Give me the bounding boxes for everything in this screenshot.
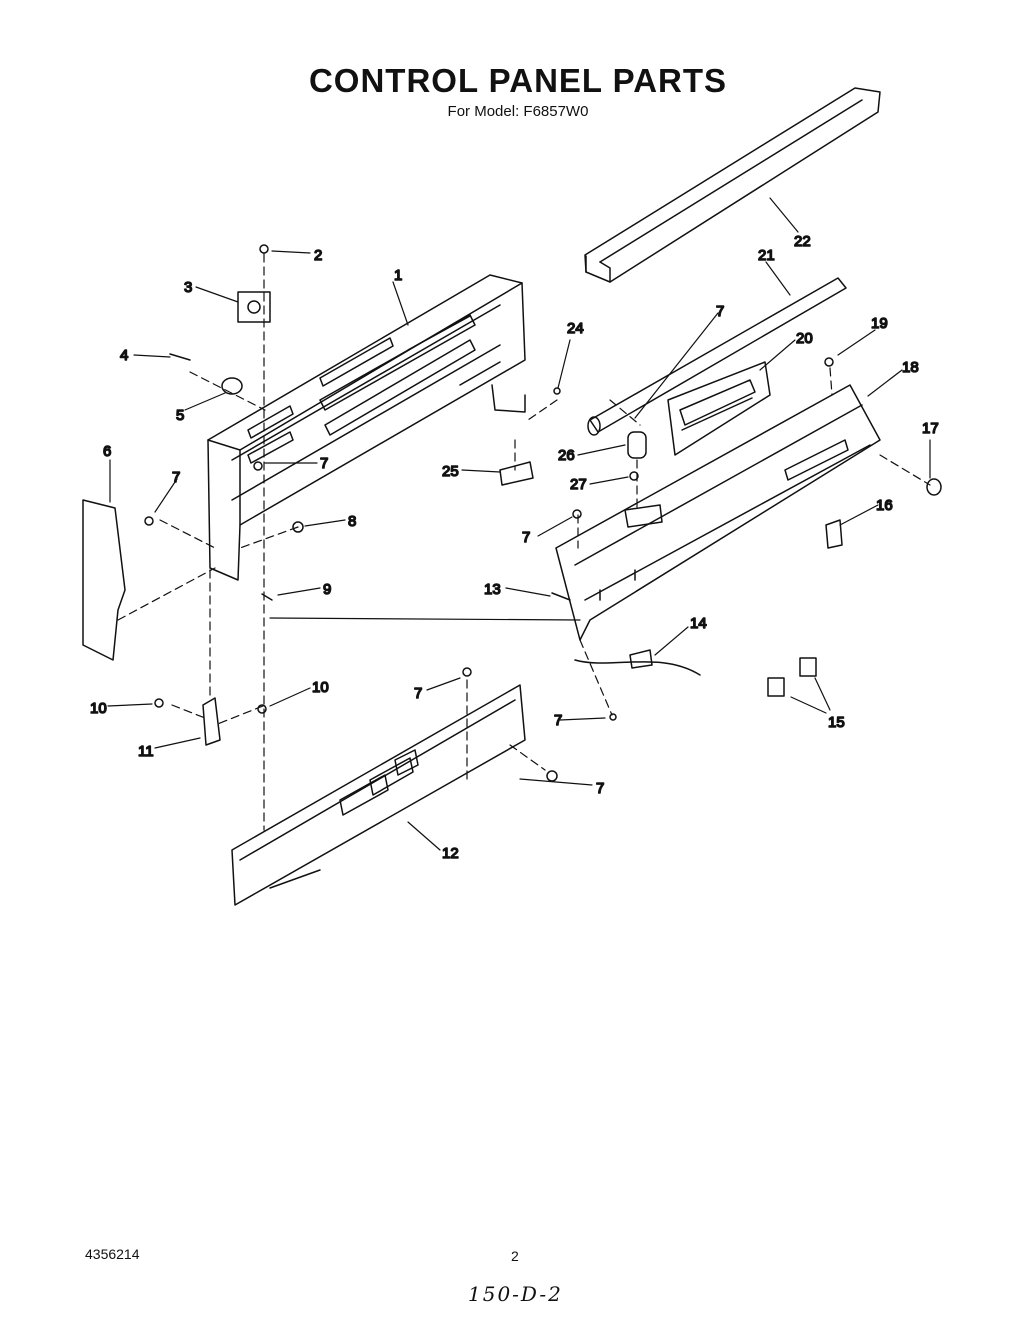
callout-12: 12 bbox=[442, 845, 459, 862]
fasteners bbox=[144, 244, 834, 782]
page-title: CONTROL PANEL PARTS bbox=[308, 62, 728, 99]
part-18-front-panel bbox=[555, 384, 881, 641]
callout-18: 18 bbox=[902, 359, 919, 376]
callout-7-board: 7 bbox=[716, 303, 724, 320]
part-15-buttons bbox=[767, 657, 817, 697]
callout-19: 19 bbox=[871, 315, 888, 332]
page-number: 2 bbox=[511, 1248, 519, 1264]
callout-3: 3 bbox=[184, 279, 192, 296]
callout-5: 5 bbox=[176, 407, 184, 424]
handwritten-note: 150-D-2 bbox=[468, 1282, 563, 1306]
callout-10-left: 10 bbox=[90, 700, 107, 717]
callout-20: 20 bbox=[796, 330, 813, 347]
part-12-lower-panel bbox=[231, 684, 526, 906]
model-subtitle: For Model: F6857W0 bbox=[447, 103, 589, 120]
callout-6: 6 bbox=[103, 443, 111, 460]
callout-13: 13 bbox=[484, 581, 501, 598]
part-20-board bbox=[667, 361, 771, 456]
assembly-lines bbox=[117, 253, 931, 831]
callout-9: 9 bbox=[323, 581, 331, 598]
callout-1: 1 bbox=[394, 267, 402, 284]
callout-11: 11 bbox=[138, 743, 154, 760]
callout-2: 2 bbox=[314, 247, 322, 264]
callout-7-front: 7 bbox=[522, 529, 530, 546]
callout-17: 17 bbox=[922, 420, 939, 437]
leader-lines bbox=[107, 197, 931, 851]
callout-7-lower-right: 7 bbox=[554, 712, 562, 729]
part-21-tube bbox=[587, 277, 847, 436]
part-1-back-panel bbox=[207, 274, 526, 581]
callout-7-side: 7 bbox=[172, 469, 180, 486]
callout-10-right: 10 bbox=[312, 679, 329, 696]
callout-25: 25 bbox=[442, 463, 459, 480]
callout-7-lower-bottom: 7 bbox=[596, 780, 604, 797]
callout-26: 26 bbox=[558, 447, 575, 464]
part-5-knob bbox=[221, 377, 243, 395]
callout-8: 8 bbox=[348, 513, 356, 530]
part-16-clip bbox=[825, 519, 843, 549]
callout-22: 22 bbox=[794, 233, 811, 250]
part-14-sensor bbox=[574, 649, 701, 676]
part-17-plug bbox=[926, 478, 942, 496]
callout-24: 24 bbox=[567, 320, 584, 337]
callout-7-panel: 7 bbox=[320, 455, 328, 472]
callout-4: 4 bbox=[120, 347, 128, 364]
part-26-lamp bbox=[627, 431, 647, 459]
wire-lead bbox=[269, 617, 581, 621]
callout-21: 21 bbox=[758, 247, 775, 264]
callout-14: 14 bbox=[690, 615, 707, 632]
part-6-side-panel bbox=[82, 499, 126, 661]
callout-7-lower-top: 7 bbox=[414, 685, 422, 702]
callout-27: 27 bbox=[570, 476, 587, 493]
document-number: 4356214 bbox=[85, 1246, 140, 1262]
part-26-socket bbox=[624, 504, 663, 528]
part-11-bracket bbox=[202, 697, 221, 746]
callout-15: 15 bbox=[828, 714, 845, 731]
part-25-bracket bbox=[499, 461, 534, 486]
part-3-switch bbox=[237, 291, 271, 323]
part-22-trim bbox=[584, 87, 881, 283]
callout-16: 16 bbox=[876, 497, 893, 514]
